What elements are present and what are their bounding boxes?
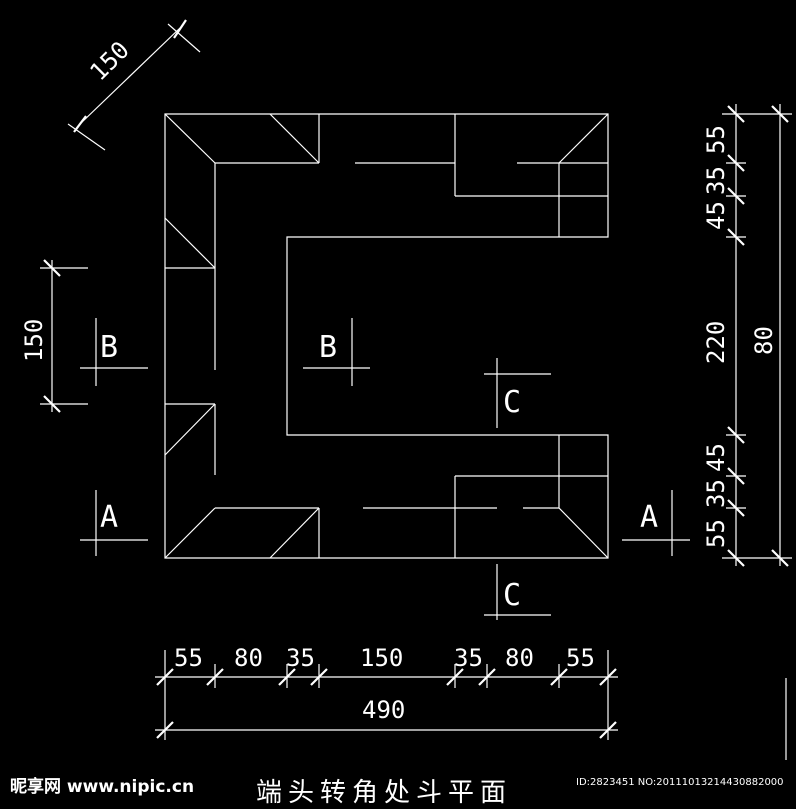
dimension-bottom-chain: 55 80 35 150 35 80 55 490 — [155, 644, 618, 740]
section-mark-b-inner: B — [303, 318, 370, 386]
svg-text:80: 80 — [234, 644, 263, 672]
section-mark-a-right: A — [622, 490, 690, 556]
drawing-title: 端头转角处斗平面 — [256, 778, 513, 808]
svg-text:35: 35 — [454, 644, 483, 672]
svg-text:35: 35 — [286, 644, 315, 672]
svg-text:80: 80 — [505, 644, 534, 672]
dimension-left-vertical: 150 — [20, 259, 88, 413]
svg-text:C: C — [503, 578, 521, 613]
svg-text:C: C — [503, 385, 521, 420]
svg-text:A: A — [640, 500, 658, 535]
watermark: 昵享网 www.nipic.cn — [10, 777, 195, 797]
section-mark-c-inner: C — [484, 358, 551, 428]
plan-outline — [164, 113, 609, 559]
svg-text:B: B — [100, 330, 118, 365]
svg-text:55: 55 — [702, 125, 730, 154]
svg-text:55: 55 — [702, 519, 730, 548]
svg-text:150: 150 — [360, 644, 403, 672]
section-mark-a-left: A — [80, 490, 148, 556]
svg-text:35: 35 — [702, 479, 730, 508]
top-right-block-lines — [355, 113, 609, 237]
svg-text:220: 220 — [702, 321, 730, 364]
svg-text:55: 55 — [174, 644, 203, 672]
svg-text:80: 80 — [750, 326, 778, 355]
left-arm-lines — [164, 113, 320, 559]
svg-text:490: 490 — [362, 696, 405, 724]
svg-text:B: B — [319, 330, 337, 365]
dimension-right-chain: 55 35 45 220 45 35 55 80 — [702, 104, 792, 567]
image-id: ID:2823451 NO:20111013214430882000 — [576, 777, 784, 788]
svg-text:150: 150 — [20, 319, 48, 362]
bottom-right-block-lines — [363, 435, 609, 559]
section-mark-c-bottom: C — [484, 564, 551, 620]
svg-text:A: A — [100, 500, 118, 535]
dimension-top-left-diagonal: 150 — [67, 19, 201, 151]
svg-text:35: 35 — [702, 166, 730, 195]
svg-text:45: 45 — [702, 443, 730, 472]
svg-text:55: 55 — [566, 644, 595, 672]
section-mark-b-left: B — [80, 318, 148, 386]
svg-text:45: 45 — [702, 201, 730, 230]
